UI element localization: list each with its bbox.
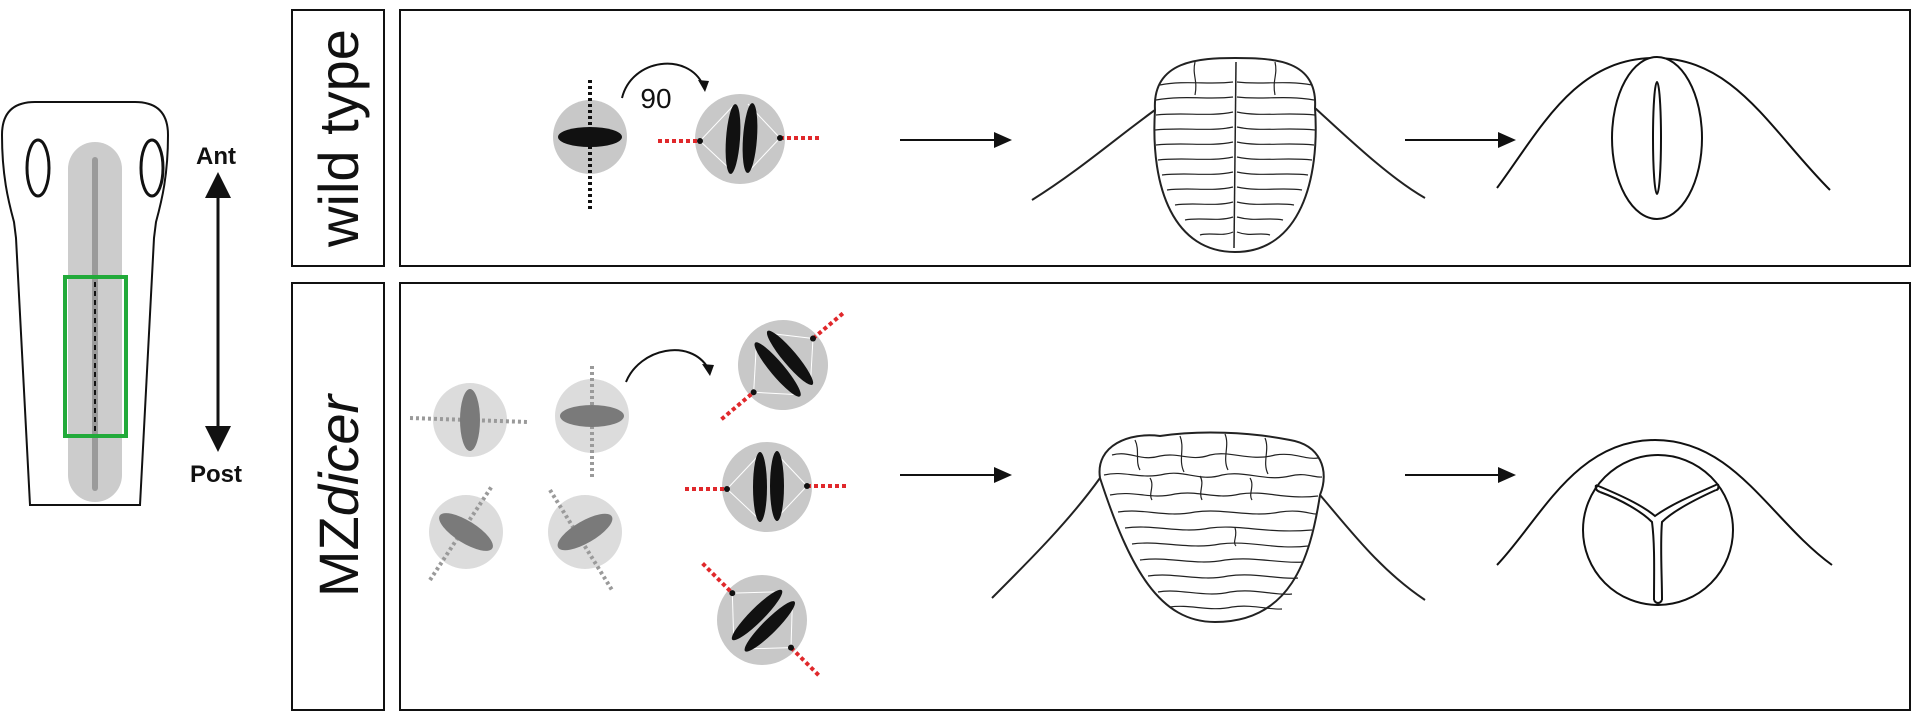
- wt-single-lumen: [1652, 81, 1662, 195]
- mutant-keel-cell-outlines: [1103, 433, 1323, 610]
- wt-dividing-cell: [553, 80, 627, 210]
- wt-rotation-arrow: [621, 62, 704, 99]
- wild-type-label-box: [291, 9, 385, 267]
- mutant-anaphase-cell-3: [701, 562, 823, 679]
- mutant-arrow-2: [1405, 467, 1516, 483]
- mutant-label-gene: dicer: [307, 393, 370, 517]
- mutant-dividing-cell-4: [548, 488, 622, 592]
- wt-arrow-2: [1405, 132, 1516, 148]
- mutant-dividing-cell-1: [409, 383, 529, 457]
- mutant-row: [409, 309, 1833, 679]
- mutant-multiple-lumens: [1594, 483, 1720, 604]
- mutant-neural-keel: [991, 431, 1426, 624]
- mutant-anaphase-cell-1: [720, 309, 847, 421]
- right-eye: [139, 138, 165, 198]
- wt-anaphase-cell: [658, 94, 822, 184]
- wild-type-label: wild type: [307, 29, 370, 248]
- wt-rotation-arrowhead: [698, 80, 709, 92]
- wt-keel-cell-outlines: [1154, 61, 1316, 236]
- mutant-label: MZdicer: [307, 393, 370, 598]
- mutant-arrow-1: [900, 467, 1012, 483]
- rotation-label: 90: [640, 83, 671, 114]
- region-highlight-box: [63, 275, 128, 438]
- axis-arrowhead-up: [205, 172, 231, 198]
- mutant-anaphase-cell-2: [685, 442, 849, 532]
- axis-label-posterior: Post: [190, 461, 242, 488]
- mutant-neural-rod: [1496, 438, 1833, 606]
- mutant-rotation-arrow: [625, 349, 709, 383]
- mutant-dividing-cell-3: [428, 484, 503, 582]
- mutant-label-prefix: MZ: [307, 516, 370, 597]
- mutant-dividing-cell-2: [555, 366, 629, 478]
- wt-neural-keel: [1031, 56, 1426, 254]
- ap-axis: Ant Post: [190, 143, 242, 488]
- mutant-label-box: [291, 282, 385, 711]
- axis-arrowhead-down: [205, 426, 231, 452]
- wt-neural-rod: [1496, 56, 1831, 220]
- embryo-diagram: [0, 101, 170, 506]
- left-eye: [25, 138, 51, 198]
- wild-type-row: 90: [553, 56, 1831, 254]
- axis-label-anterior: Ant: [196, 143, 236, 170]
- mutant-rotation-arrowhead: [702, 364, 714, 376]
- wt-arrow-1: [900, 132, 1012, 148]
